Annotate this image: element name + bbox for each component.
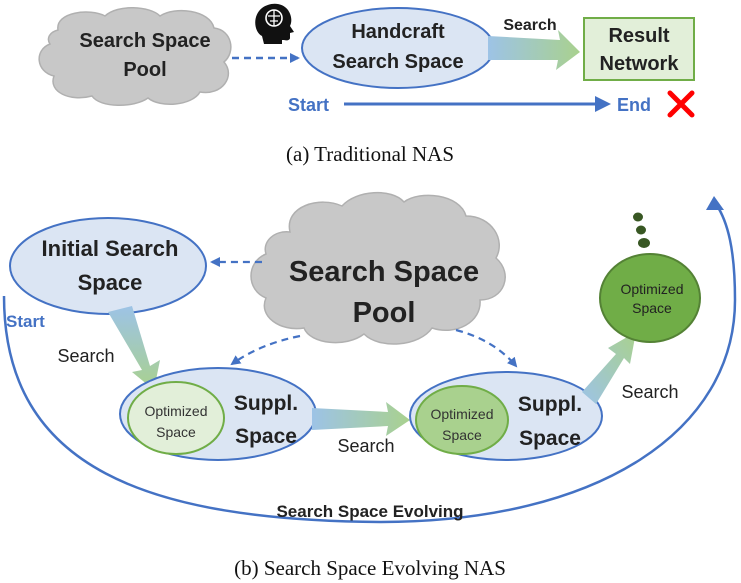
panel-b-suppl2-line1: Suppl.	[518, 393, 582, 416]
panel-a-start-label: Start	[288, 95, 329, 115]
panel-b-initial-line2: Space	[78, 270, 143, 295]
panel-b-search-arrow-1	[108, 306, 160, 390]
panel-b-initial-ellipse: Initial Search Space	[9, 217, 207, 315]
panel-b-final-optimized: Optimized Space	[599, 253, 701, 343]
panel-b-start-label: Start	[6, 312, 45, 331]
panel-b-suppl2-line2: Space	[519, 427, 581, 450]
panel-a-pool-line2: Pool	[123, 59, 166, 81]
panel-a-result-line2: Network	[600, 53, 680, 75]
panel-b-search-3: Search	[621, 382, 678, 402]
panel-b-opt3-line2: Space	[632, 300, 672, 316]
panel-a-end-label: End	[617, 95, 651, 115]
panel-b-pool-line1: Search Space	[289, 256, 479, 288]
panel-a-pool-line1: Search Space	[79, 30, 210, 52]
panel-b-opt2-line1: Optimized	[430, 406, 493, 422]
panel-a-result-line1: Result	[608, 25, 669, 47]
panel-b-evolving-label: Search Space Evolving	[276, 502, 463, 521]
panel-b-dashed-arrow-suppl2	[455, 328, 518, 368]
panel-b-opt2-line2: Space	[442, 427, 482, 443]
panel-b-dashed-arrow-suppl1	[230, 334, 301, 366]
panel-a-search-label: Search	[503, 17, 556, 34]
panel-b-suppl1-line2: Space	[235, 425, 297, 448]
panel-b-continuation-dots	[633, 212, 650, 248]
panel-b-opt3-line1: Optimized	[620, 281, 683, 297]
panel-b-search-arrow-2	[312, 402, 410, 436]
panel-b-suppl-ellipse-2: Optimized Space Suppl. Space	[409, 371, 603, 461]
panel-b-search-2: Search	[337, 436, 394, 456]
panel-b-suppl-ellipse-1: Optimized Space Suppl. Space	[119, 367, 317, 461]
brain-head-icon	[255, 3, 294, 45]
panel-a-handcraft-ellipse: Handcraft Search Space	[301, 7, 495, 89]
panel-b-opt1-line1: Optimized	[144, 403, 207, 419]
panel-a-caption: (a) Traditional NAS	[286, 142, 454, 166]
cross-mark-icon	[667, 90, 695, 118]
panel-b-search-arrow-3	[582, 332, 636, 404]
panel-b-opt1-line2: Space	[156, 424, 196, 440]
panel-b-pool-line2: Pool	[353, 297, 416, 329]
panel-a-pool-cloud: Search Space Pool	[38, 7, 232, 106]
panel-a-search-arrow	[488, 30, 580, 70]
panel-b-pool-cloud: Search Space Pool	[250, 191, 506, 345]
panel-b-search-1: Search	[57, 346, 114, 366]
panel-a-handcraft-line2: Search Space	[332, 51, 463, 73]
panel-b-initial-line1: Initial Search	[42, 236, 179, 261]
panel-a-handcraft-line1: Handcraft	[351, 21, 445, 43]
panel-b-caption: (b) Search Space Evolving NAS	[234, 556, 506, 580]
panel-b-suppl1-line1: Suppl.	[234, 392, 298, 415]
panel-b-evolving-arc	[2, 203, 737, 524]
panel-b-evolving-arrowhead	[706, 196, 724, 210]
panel-a-result-box: Result Network	[583, 17, 695, 81]
